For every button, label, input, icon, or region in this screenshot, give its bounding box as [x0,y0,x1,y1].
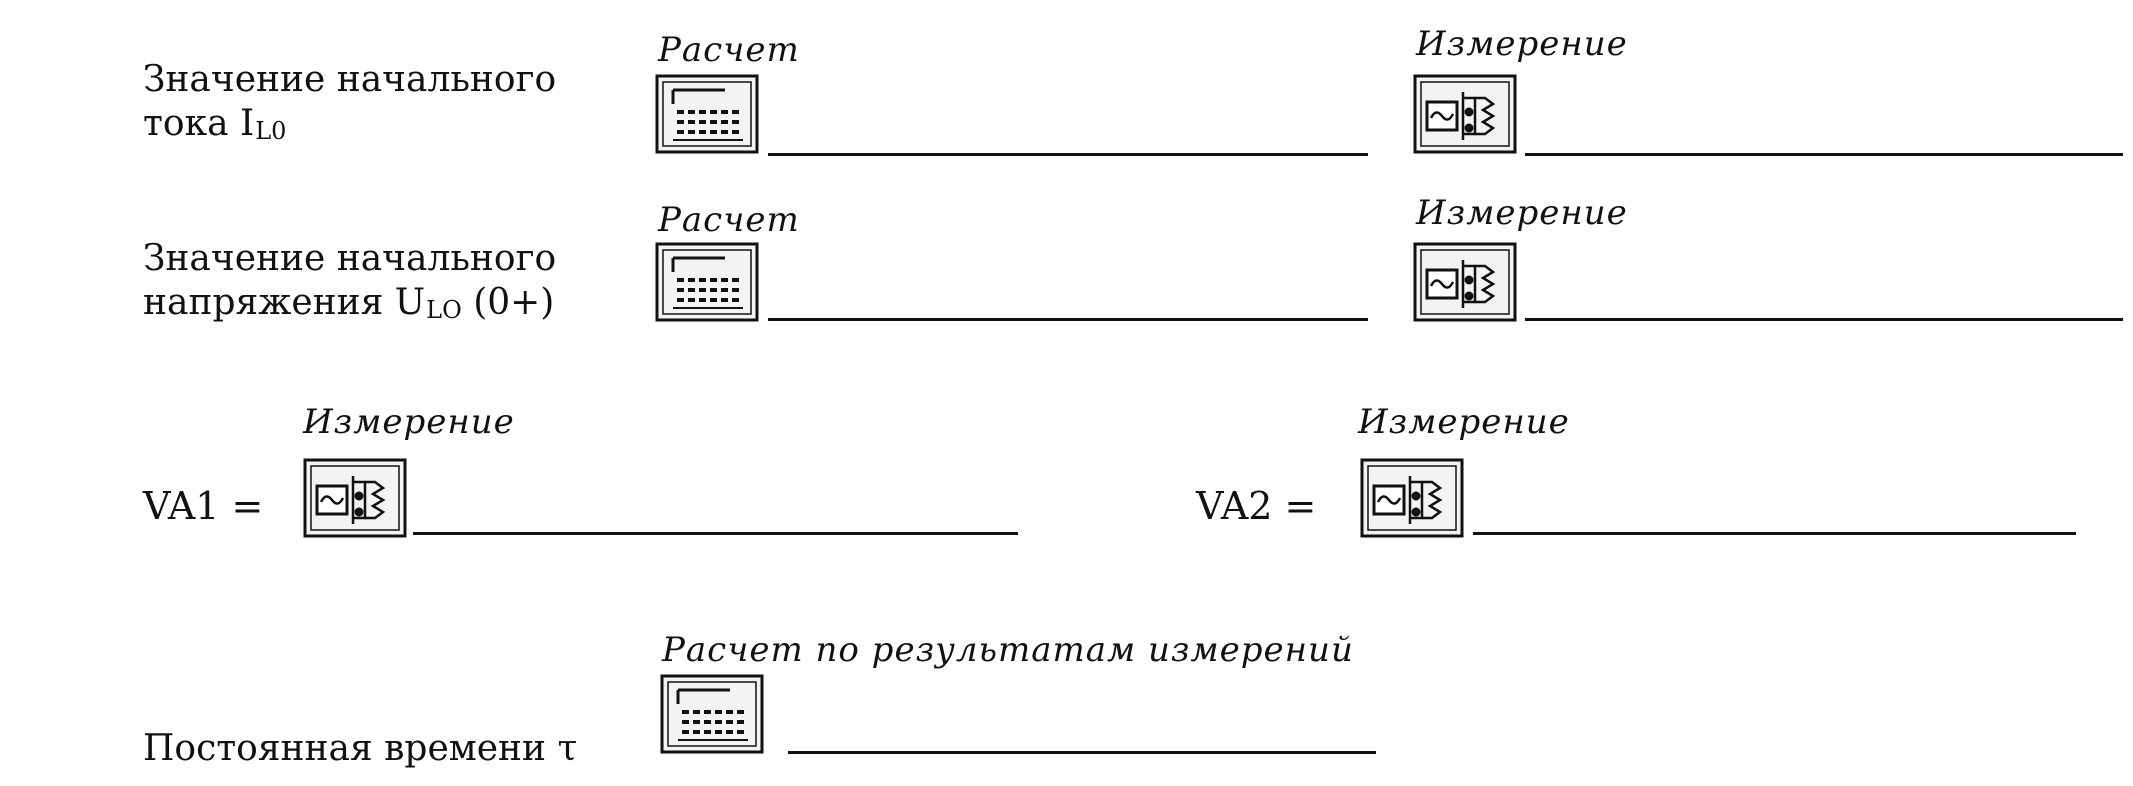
initial-current-label-line2: тока IL0 [143,103,287,145]
initial-voltage-calc-field[interactable] [768,318,1368,321]
initial-current-label-line1: Значение начального [143,59,557,100]
oscilloscope-icon[interactable] [303,458,407,538]
initial-voltage-measure-field[interactable] [1525,318,2123,321]
va2-label: VA2 = [1196,484,1317,528]
va2-caption: Измерение [1358,402,1570,442]
initial-current-measure-field[interactable] [1525,153,2123,156]
calculator-icon[interactable] [655,74,759,154]
initial-voltage-label: Значение начального напряжения ULO (0+) [143,237,556,332]
oscilloscope-icon[interactable] [1413,242,1517,322]
time-constant-label: Постоянная времени τ [143,728,578,769]
oscilloscope-icon[interactable] [1360,458,1464,538]
time-constant-caption: Расчет по результатам измерений [662,630,1354,670]
initial-current-label: Значение начального тока IL0 [143,58,556,153]
time-constant-calc-field[interactable] [788,751,1376,754]
initial-voltage-calc-caption: Расчет [658,200,800,240]
calculator-icon[interactable] [660,674,764,754]
va1-measure-field[interactable] [413,532,1018,535]
initial-current-calc-caption: Расчет [658,30,800,70]
initial-voltage-label-line2: напряжения ULO (0+) [143,282,555,324]
calculator-icon[interactable] [655,242,759,322]
initial-current-measure-caption: Измерение [1416,24,1628,64]
initial-voltage-label-line1: Значение начального [143,238,557,279]
va1-label: VA1 = [143,484,264,528]
initial-current-calc-field[interactable] [768,153,1368,156]
va1-caption: Измерение [303,402,515,442]
va2-measure-field[interactable] [1473,532,2076,535]
initial-voltage-measure-caption: Измерение [1416,193,1628,233]
oscilloscope-icon[interactable] [1413,74,1517,154]
